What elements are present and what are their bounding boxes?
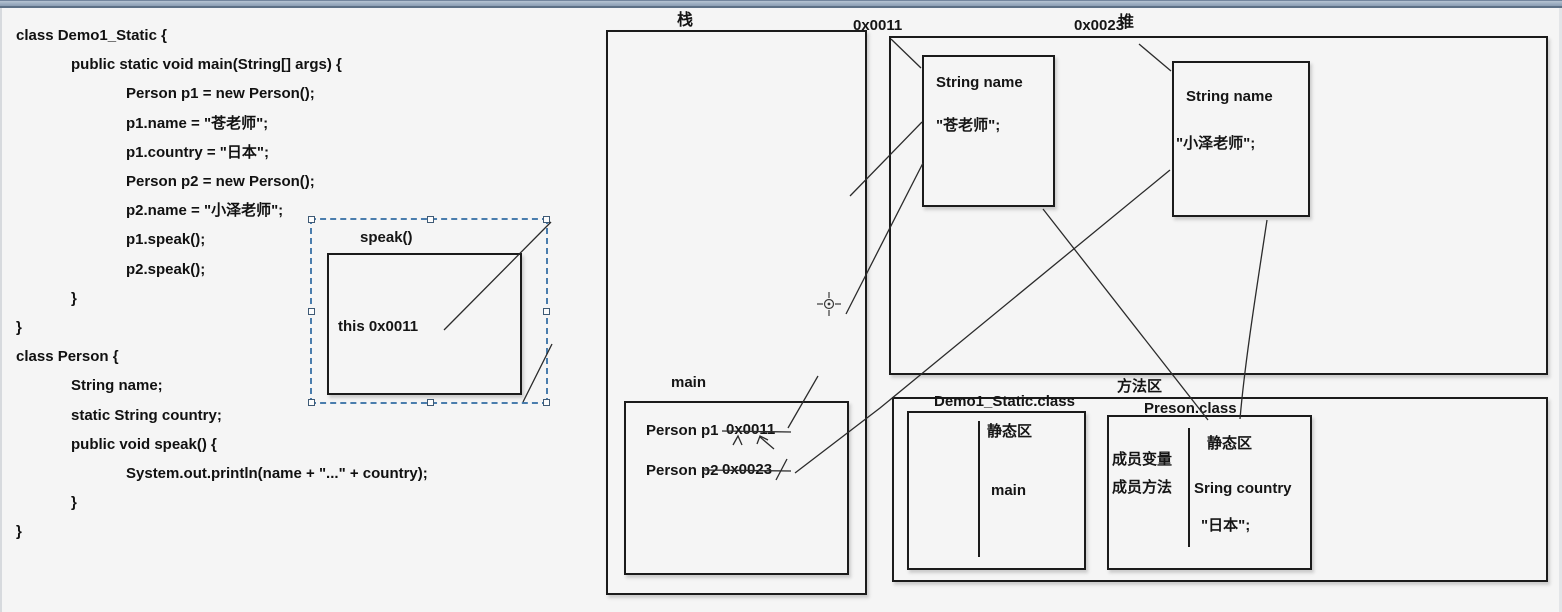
code-line: class Person { — [16, 348, 119, 366]
code-line: static String country; — [71, 406, 222, 424]
demo-class-static-label: 静态区 — [987, 423, 1033, 440]
heap-object2-field: String name — [1186, 88, 1273, 105]
demo-class-divider — [978, 421, 980, 557]
window-right-border — [1559, 8, 1562, 612]
heap-object1-value: "苍老师"; — [936, 117, 1001, 134]
person-class-member-method: 成员方法 — [1112, 479, 1173, 496]
speak-frame-title: speak() — [360, 229, 413, 246]
person-class-static-value: "日本"; — [1201, 517, 1251, 534]
speak-frame-this-text: this 0x0011 — [338, 318, 419, 335]
code-line: } — [71, 289, 77, 307]
main-var1-name: Person p1 — [646, 422, 719, 439]
main-frame-box[interactable] — [624, 401, 849, 575]
method-area-box[interactable] — [892, 397, 1548, 582]
code-line: String name; — [71, 377, 163, 395]
main-var1-value: 0x0011 — [726, 421, 776, 438]
code-line: class Demo1_Static { — [16, 27, 167, 44]
demo-class-title: Demo1_Static.class — [934, 393, 1075, 410]
code-line: Person p2 = new Person(); — [126, 173, 315, 191]
code-line: p1.country = "日本"; — [126, 143, 269, 161]
heap-object1-field: String name — [936, 74, 1023, 91]
selection-handle-ne[interactable] — [543, 216, 550, 223]
code-block: class Demo1_Static { public static void m… — [16, 21, 428, 547]
code-line: } — [71, 494, 77, 512]
selection-handle-e[interactable] — [543, 308, 550, 315]
selection-handle-n[interactable] — [427, 216, 434, 223]
code-line: p1.name = "苍老师"; — [126, 114, 269, 132]
heap-addr2-label: 0x0023 — [1074, 17, 1125, 34]
main-var2-value: 0x0023 — [722, 461, 773, 478]
window-left-border — [0, 8, 2, 612]
code-line: p2.name = "小泽老师"; — [126, 202, 284, 220]
code-line: } — [16, 523, 22, 541]
heap-addr1-label: 0x0011 — [853, 17, 903, 34]
heap-object2-value: "小泽老师"; — [1176, 135, 1256, 152]
selection-handle-sw[interactable] — [308, 399, 315, 406]
selection-handle-se[interactable] — [543, 399, 550, 406]
selection-handle-s[interactable] — [427, 399, 434, 406]
code-line: System.out.println(name + "..." + countr… — [126, 465, 428, 483]
method-area-label: 方法区 — [1117, 378, 1163, 395]
main-var2-name: Person p2 — [646, 462, 719, 479]
code-line: p2.speak(); — [126, 260, 206, 278]
stack-label: 栈 — [677, 12, 694, 29]
window-titlebar-strip — [0, 0, 1562, 8]
heap-object2-box[interactable] — [1172, 61, 1310, 217]
person-class-static-label: 静态区 — [1207, 435, 1253, 452]
person-class-box[interactable] — [1107, 415, 1312, 570]
person-class-static-field: Sring country — [1194, 480, 1292, 497]
heap-label: 堆 — [1118, 14, 1135, 31]
code-line: p1.speak(); — [126, 231, 206, 249]
demo-class-main-item: main — [991, 482, 1027, 499]
person-class-divider — [1188, 428, 1190, 547]
code-line: } — [16, 319, 22, 337]
selection-handle-nw[interactable] — [308, 216, 315, 223]
code-line: public static void main(String[] args) { — [71, 56, 342, 74]
selection-handle-w[interactable] — [308, 308, 315, 315]
person-class-member-var: 成员变量 — [1112, 451, 1173, 468]
code-line: Person p1 = new Person(); — [126, 85, 315, 103]
code-line: public void speak() { — [71, 435, 217, 453]
main-frame-label: main — [671, 374, 707, 391]
